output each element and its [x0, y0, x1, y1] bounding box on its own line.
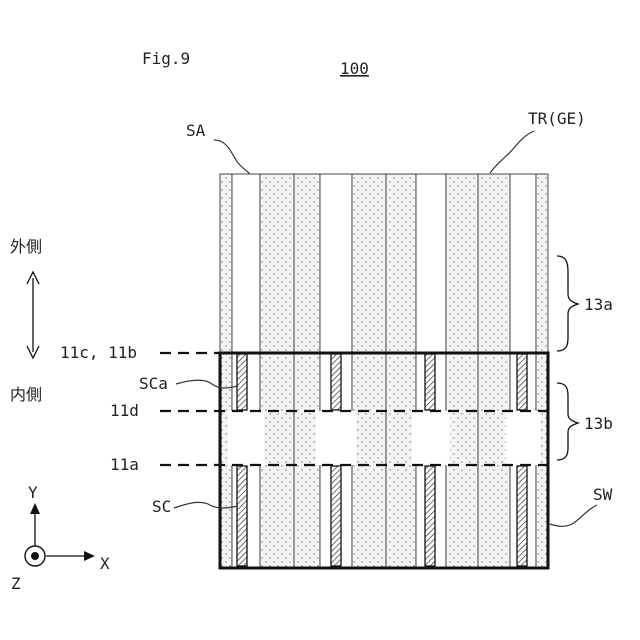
leader-tr-ge — [490, 131, 534, 173]
label-outer: 外側 — [10, 237, 42, 256]
axis-label-z: Z — [11, 574, 21, 593]
label-inner: 内側 — [10, 385, 42, 404]
label-sa: SA — [186, 121, 206, 140]
label-tr-ge: TR(GE) — [528, 109, 586, 128]
active-strip — [260, 174, 294, 568]
cut-region — [412, 411, 450, 465]
active-strip — [386, 174, 416, 568]
active-strip — [352, 174, 386, 568]
transistor-structure — [220, 174, 548, 568]
label-11d: 11d — [110, 401, 139, 420]
cut-region — [228, 411, 264, 465]
label-13b: 13b — [584, 414, 613, 433]
leader-sa — [214, 140, 250, 174]
label-13a: 13a — [584, 295, 613, 314]
bracket-13a — [557, 256, 578, 351]
axis-indicator — [25, 503, 95, 566]
axis-label-y: Y — [28, 483, 38, 502]
sc-contact — [237, 466, 247, 566]
active-strip — [478, 174, 510, 568]
sc-contact — [331, 466, 341, 566]
ref-number: 100 — [340, 59, 369, 78]
bracket-13b — [557, 383, 578, 460]
fig-label: Fig.9 — [142, 49, 190, 68]
direction-arrow — [27, 272, 39, 358]
sca-contact — [517, 354, 527, 410]
sc-contact — [517, 466, 527, 566]
active-strip — [220, 174, 232, 568]
cut-region — [316, 411, 356, 465]
label-11a: 11a — [110, 455, 139, 474]
label-sca: SCa — [139, 374, 168, 393]
active-strip — [294, 174, 320, 568]
sca-contact — [237, 354, 247, 410]
label-11cb: 11c, 11b — [60, 343, 137, 362]
cut-region — [506, 411, 540, 465]
label-sw: SW — [593, 485, 613, 504]
sca-contact — [425, 354, 435, 410]
active-strip — [446, 174, 478, 568]
axis-label-x: X — [100, 554, 110, 573]
label-sc: SC — [152, 497, 171, 516]
leader-sw — [550, 505, 597, 526]
sca-contact — [331, 354, 341, 410]
sc-contact — [425, 466, 435, 566]
active-strip — [536, 174, 548, 568]
